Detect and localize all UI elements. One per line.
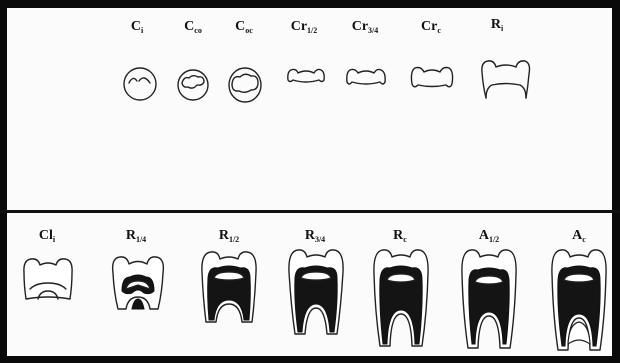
stage-label-ac: Ac xyxy=(572,229,586,247)
row-divider xyxy=(0,210,620,213)
stage-label-coc: Coc xyxy=(235,20,253,38)
tooth-cr34 xyxy=(345,66,387,90)
stage-label-a12: A1/2 xyxy=(479,229,499,247)
stage-label-ci: Ci xyxy=(131,20,143,38)
tooth-rc xyxy=(372,246,430,350)
tooth-a12 xyxy=(460,246,518,352)
stage-label-r14: R1/4 xyxy=(126,229,146,247)
tooth-cr12 xyxy=(286,66,326,88)
tooth-cli xyxy=(22,255,74,307)
tooth-ri xyxy=(480,58,532,104)
stage-label-cr12: Cr1/2 xyxy=(291,20,318,38)
stage-label-r34: R3/4 xyxy=(305,229,325,247)
tooth-r12 xyxy=(200,248,258,328)
tooth-r14 xyxy=(110,253,166,315)
stage-label-cli: Cli xyxy=(39,229,55,247)
tooth-ci xyxy=(122,66,158,102)
stage-label-rc: Rc xyxy=(393,229,407,247)
stage-label-ri: Ri xyxy=(491,18,503,36)
stage-label-cr34: Cr3/4 xyxy=(352,20,379,38)
stage-label-cco: Cco xyxy=(184,20,202,38)
tooth-r34 xyxy=(287,246,345,338)
tooth-coc xyxy=(227,64,263,104)
tooth-cco xyxy=(175,66,211,102)
tooth-crc xyxy=(410,64,454,92)
tooth-ac xyxy=(550,246,608,354)
stage-label-r12: R1/2 xyxy=(219,229,239,247)
stage-label-crc: Crc xyxy=(421,20,441,38)
